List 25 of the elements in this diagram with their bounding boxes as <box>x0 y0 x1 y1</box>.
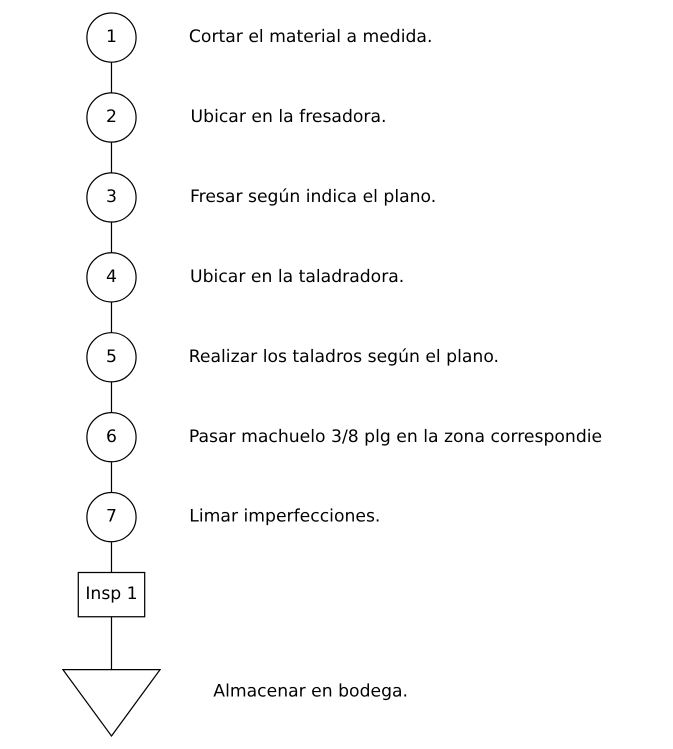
node-circle: 4 <box>86 252 137 303</box>
connector <box>110 542 112 572</box>
node-label: Realizar los taladros según el plano. <box>188 346 500 367</box>
node-label: Almacenar en bodega. <box>213 681 408 702</box>
node-circle: 3 <box>86 172 137 223</box>
node-circle: 6 <box>86 412 137 462</box>
node-box: Insp 1 <box>78 572 146 618</box>
node-circle: 7 <box>86 492 137 542</box>
node-label: Cortar el material a medida. <box>188 27 432 48</box>
node-label: Ubicar en la fresadora. <box>190 107 387 128</box>
node-label: Pasar machuelo 3/8 plg en la zona correspondie <box>188 426 602 447</box>
connector <box>110 382 112 412</box>
connector <box>110 302 112 333</box>
connector <box>110 62 112 93</box>
node-label: Ubicar en la taladradora. <box>190 266 404 287</box>
connector <box>110 616 112 670</box>
node-circle: 2 <box>86 92 137 143</box>
node-triangle <box>62 668 162 738</box>
connector <box>110 222 112 253</box>
node-label: Fresar según indica el plano. <box>190 186 436 207</box>
connector <box>110 462 112 492</box>
node-label: Limar imperfecciones. <box>189 506 380 527</box>
node-circle: 1 <box>86 12 137 63</box>
node-circle: 5 <box>86 332 137 382</box>
connector <box>110 142 112 173</box>
